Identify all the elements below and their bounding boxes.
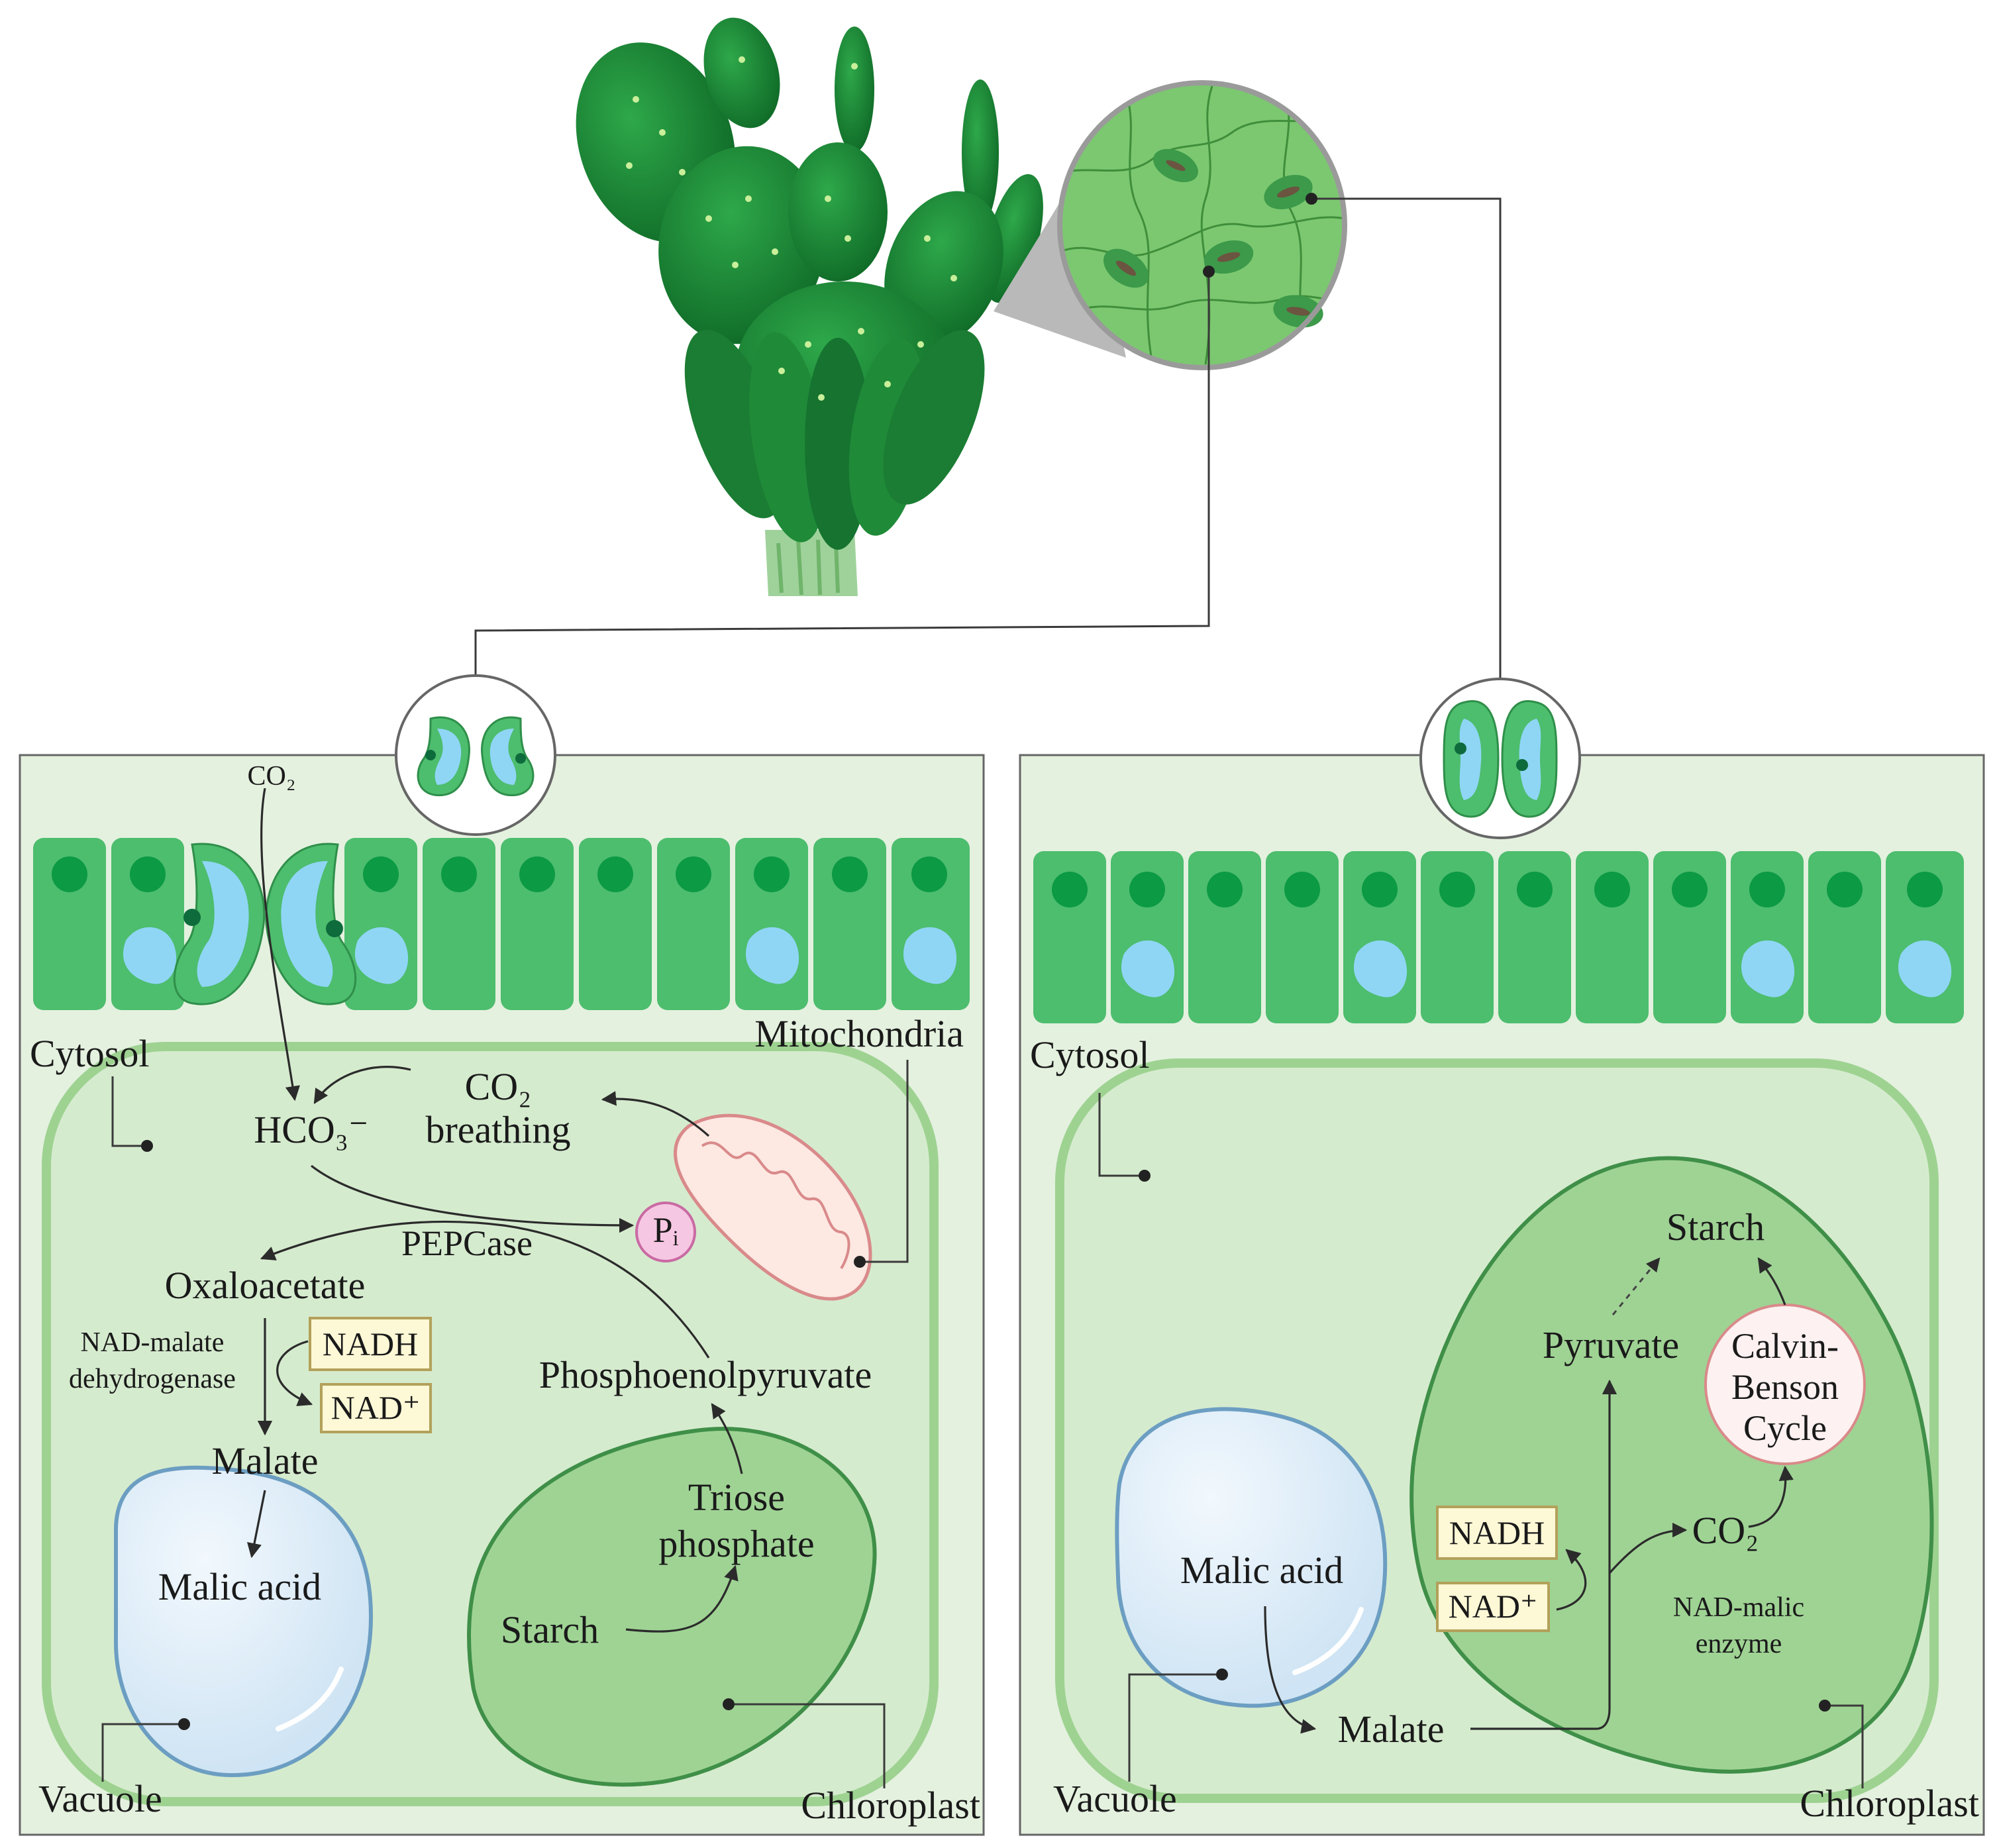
- label-nad-malic-2: enzyme: [1696, 1629, 1782, 1659]
- nadh-box-right: [1436, 1506, 1558, 1560]
- arrow-nadh-to-nad: [276, 1340, 313, 1406]
- right-panel-day: Cytosol Starch Pyruvate Calvin- Benson C…: [1019, 678, 1985, 1836]
- open-stoma-left: [173, 843, 357, 1005]
- label-co2-breathing-2: breathing: [425, 1108, 570, 1151]
- label-calvin-3: Cycle: [1743, 1408, 1827, 1448]
- vacuole-right: [1115, 1407, 1388, 1708]
- right-connector-line: [1311, 197, 1502, 682]
- epidermis-magnified: [1057, 80, 1347, 370]
- cytosol-leader-left: [111, 1076, 147, 1147]
- cactus-illustration: [576, 17, 1043, 596]
- label-nad-malic-1: NAD-malic: [1673, 1592, 1804, 1623]
- chloroplast-leader-right: [1825, 1704, 1864, 1788]
- label-co2-right: CO₂: [1692, 1509, 1759, 1552]
- label-hco3: HCO₃⁻: [254, 1108, 368, 1151]
- label-pyruvate: Pyruvate: [1543, 1323, 1679, 1366]
- label-nadh-left: NADH: [323, 1325, 418, 1362]
- arrow-pyruvate-to-starch: [1612, 1257, 1661, 1315]
- left-connector-line: [474, 272, 1210, 679]
- label-pi: Pᵢ: [653, 1210, 679, 1250]
- label-malate-left: Malate: [211, 1439, 318, 1482]
- arrow-co2-to-calvin: [1748, 1465, 1794, 1528]
- chloroplast-leader-left: [729, 1703, 886, 1788]
- stoma-inset-closed: [1419, 678, 1581, 839]
- arrow-co2-in: [260, 788, 300, 1102]
- label-starch-left: Starch: [501, 1608, 599, 1651]
- label-cytosol-right: Cytosol: [1030, 1033, 1150, 1076]
- label-co2-breathing-1: CO₂: [465, 1065, 532, 1108]
- vacuole-leader-left: [101, 1723, 184, 1782]
- label-malic-acid-left: Malic acid: [158, 1565, 321, 1608]
- label-triose-1: Triose: [688, 1476, 785, 1519]
- arrow-breathing-to-hco3: [313, 1066, 411, 1104]
- arrow-to-co2-right: [1608, 1522, 1688, 1574]
- right-connector-dot: [1306, 193, 1317, 205]
- epidermis-row-right: [1033, 851, 1964, 1023]
- label-cytosol-left: Cytosol: [30, 1032, 150, 1075]
- label-nad-malate-1: NAD-malate: [81, 1327, 225, 1358]
- arrow-malate-to-malic-acid: [246, 1490, 266, 1559]
- nad-box-left: [320, 1383, 432, 1433]
- stoma-inset-open: [395, 674, 556, 836]
- mitochondrion: [674, 1113, 872, 1301]
- chloroplast-left: [467, 1427, 877, 1787]
- epidermis-row-left: [33, 838, 970, 1010]
- arrow-malate-to-pyruvate: [1470, 1379, 1617, 1730]
- label-nad-plus-left: NAD⁺: [331, 1389, 421, 1426]
- label-malic-acid-right: Malic acid: [1180, 1549, 1343, 1592]
- label-co2-in: CO₂: [248, 761, 296, 792]
- label-starch-right: Starch: [1666, 1206, 1765, 1249]
- label-phosphoenolpyruvate: Phosphoenolpyruvate: [539, 1353, 872, 1396]
- label-mitochondria: Mitochondria: [754, 1012, 964, 1055]
- cytosol-leader-right: [1098, 1093, 1145, 1177]
- label-pepcase: PEPCase: [401, 1223, 533, 1263]
- label-calvin-1: Calvin-: [1731, 1326, 1839, 1366]
- left-panel-night: CO₂ Cytosol Mitochondria HCO₃⁻ CO₂ breat…: [19, 674, 985, 1836]
- nad-box-right: [1436, 1582, 1550, 1632]
- nadh-box-left: [309, 1317, 432, 1371]
- label-chloroplast-left: Chloroplast: [801, 1784, 980, 1827]
- label-oxaloacetate: Oxaloacetate: [165, 1264, 366, 1307]
- vacuole-left: [114, 1465, 374, 1778]
- arrow-hco3-to-pi: [311, 1164, 635, 1233]
- label-nadh-right: NADH: [1449, 1514, 1545, 1551]
- left-connector-dot: [1203, 266, 1215, 278]
- arrow-calvin-to-starch: [1757, 1257, 1786, 1306]
- arrow-starch-to-triose: [625, 1565, 739, 1633]
- arrow-pep-to-oxaloacetate: [260, 1220, 710, 1359]
- vacuole-leader-right: [1128, 1673, 1222, 1782]
- arrow-triose-to-pep: [711, 1403, 743, 1474]
- label-vacuole-left: Vacuole: [38, 1777, 162, 1820]
- arrow-nad-to-nadh-right: [1556, 1549, 1587, 1611]
- label-malate-right: Malate: [1337, 1708, 1444, 1751]
- arrow-malic-acid-to-malate: [1264, 1606, 1317, 1734]
- pi-circle: [635, 1202, 696, 1262]
- label-vacuole-right: Vacuole: [1053, 1777, 1177, 1820]
- label-chloroplast-right: Chloroplast: [1800, 1782, 1979, 1825]
- label-nad-plus-right: NAD⁺: [1449, 1588, 1538, 1625]
- label-nad-malate-2: dehydrogenase: [69, 1364, 236, 1394]
- label-triose-2: phosphate: [658, 1522, 814, 1565]
- mitochondria-leader: [860, 1060, 909, 1263]
- arrow-mito-to-co2: [601, 1091, 710, 1137]
- label-calvin-2: Benson: [1731, 1367, 1839, 1407]
